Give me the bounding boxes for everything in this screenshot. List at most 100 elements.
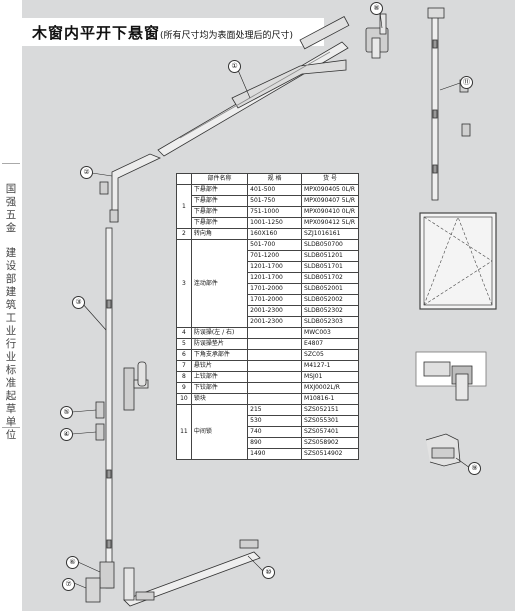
table-row: 10 锁块 M10816-1 [176, 393, 359, 405]
table-row: 1 下悬部件 401-500 MPX090405 0L/R [176, 184, 359, 229]
callout-3: ③ [72, 296, 85, 309]
part-spec: 1490 [247, 448, 303, 460]
part-code: SLDB052302 [301, 305, 359, 317]
sidebar-divider-top [2, 163, 20, 164]
part-code: SLDB052001 [301, 283, 359, 295]
row-number: 3 [176, 239, 192, 328]
part-name: 防误操垫片 [190, 338, 249, 350]
part-spec [247, 393, 303, 405]
table-row: 1201-1700 SLDB051702 [177, 272, 359, 284]
part-spec: 740 [247, 426, 303, 438]
row-number: 4 [176, 327, 192, 339]
part-code: SZS057401 [301, 426, 359, 438]
sidebar-divider-bottom [2, 427, 20, 428]
part-spec: 701-1200 [247, 250, 303, 262]
table-row: 6 下角支承部件 SZC05 [176, 349, 359, 361]
table-row: 下悬部件 1001-1250 MPX090412 5L/R [177, 217, 359, 229]
part-code: MPX090410 0L/R [301, 206, 359, 218]
part-spec: 501-750 [247, 195, 303, 207]
table-row: 1701-2000 SLDB052001 [177, 283, 359, 295]
header-cell-name: 部件名称 [190, 173, 249, 185]
part-code: SLDB051201 [301, 250, 359, 262]
part-spec [247, 360, 303, 372]
table-row: 4 防误操(左 / 右) MWC003 [176, 327, 359, 339]
part-name: 上铰部件 [190, 371, 249, 383]
header-cell-code: 货 号 [301, 173, 359, 185]
part-code: MXJ0002L/R [301, 382, 359, 394]
part-code: M4127-1 [301, 360, 359, 372]
header-cell-no [176, 173, 192, 185]
table-row: 9 下铰部件 MXJ0002L/R [176, 382, 359, 394]
part-code: MWC003 [301, 327, 359, 339]
window-schematic-icon [419, 212, 497, 310]
part-code: SZS055301 [301, 415, 359, 427]
part-code: SLDB051701 [301, 261, 359, 273]
table-row: 7 悬铰片 M4127-1 [176, 360, 359, 372]
row-number: 2 [176, 228, 192, 240]
row-number: 5 [176, 338, 192, 350]
sidebar-brand: 国强五金 [5, 183, 17, 234]
part-spec: 1201-1700 [247, 261, 303, 273]
part-name: 下角支承部件 [190, 349, 249, 361]
part-code: SZC05 [301, 349, 359, 361]
part-spec: 1701-2000 [247, 294, 303, 306]
part-spec: 2001-2300 [247, 305, 303, 317]
callout-2: ② [80, 166, 93, 179]
part-spec: 890 [247, 437, 303, 449]
part-code: SZJ1016161 [301, 228, 359, 240]
callout-5: ⑤ [60, 406, 73, 419]
callout-8: ⑧ [370, 2, 383, 15]
part-spec: 1001-1250 [247, 217, 303, 229]
hinge-detail-icon [415, 351, 487, 401]
part-spec: 160X160 [247, 228, 303, 240]
part-name: 下悬部件 [190, 217, 249, 229]
part-name: 锁块 [190, 393, 249, 405]
part-spec [247, 382, 303, 394]
part-code: SZS058902 [301, 437, 359, 449]
callout-10: ⑩ [262, 566, 275, 579]
row-number: 7 [176, 360, 192, 372]
table-row: 2 转向角 160X160 SZJ1016161 [176, 228, 359, 240]
callout-4: ④ [60, 428, 73, 441]
part-spec: 1201-1700 [247, 272, 303, 284]
callout-6: ⑥ [66, 556, 79, 569]
table-row: 2001-2300 SLDB052303 [177, 316, 359, 328]
table-header-row: 部件名称 规 格 货 号 [176, 173, 359, 185]
callout-11: ⑪ [460, 76, 473, 89]
part-code: SLDB052303 [301, 316, 359, 328]
table-row: 下悬部件 501-750 MPX090407 5L/R [177, 195, 359, 207]
part-name: 中间锁 [190, 404, 249, 460]
callout-1: ① [228, 60, 241, 73]
part-spec [247, 338, 303, 350]
part-name: 下悬部件 [190, 184, 249, 196]
table-row: 1490 SZS0514902 [177, 448, 359, 460]
part-name: 下悬部件 [190, 195, 249, 207]
part-code: SZS0514902 [301, 448, 359, 460]
part-spec: 501-700 [247, 239, 303, 251]
part-code: E4807 [301, 338, 359, 350]
table-row: 下悬部件 751-1000 MPX090410 0L/R [177, 206, 359, 218]
table-row: 8 上铰部件 MSJ01 [176, 371, 359, 383]
part-name: 悬铰片 [190, 360, 249, 372]
part-code: SLDB052002 [301, 294, 359, 306]
part-spec: 530 [247, 415, 303, 427]
part-code: MPX090412 5L/R [301, 217, 359, 229]
part-spec [247, 349, 303, 361]
part-name: 转向角 [190, 228, 249, 240]
part-code: SZS052151 [301, 404, 359, 416]
part-code: MPX090407 5L/R [301, 195, 359, 207]
header-cell-spec: 规 格 [247, 173, 303, 185]
table-row: 3 连动部件 501-700 SLDB050700 [176, 239, 359, 328]
part-code: MSJ01 [301, 371, 359, 383]
part-spec: 215 [247, 404, 303, 416]
page-title: 木窗内平开下悬窗 [32, 24, 161, 42]
callout-9: ⑨ [468, 462, 481, 475]
part-name: 下悬部件 [190, 206, 249, 218]
part-code: M10816-1 [301, 393, 359, 405]
part-spec [247, 371, 303, 383]
part-code: SLDB050700 [301, 239, 359, 251]
part-spec: 2001-2300 [247, 316, 303, 328]
row-number: 6 [176, 349, 192, 361]
title-bar [22, 18, 324, 46]
part-code: MPX090405 0L/R [301, 184, 359, 196]
